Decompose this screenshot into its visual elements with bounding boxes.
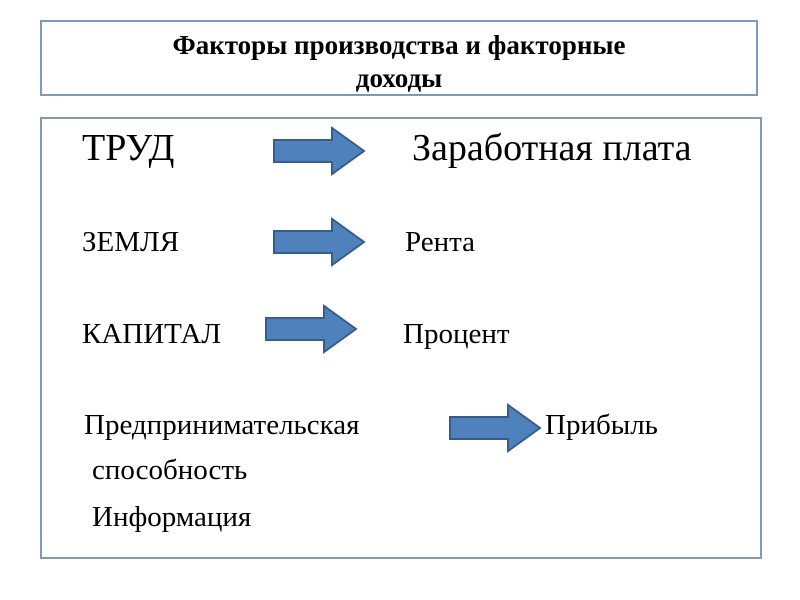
factor-entrepreneurship: Предпринимательская xyxy=(84,409,360,441)
title-box: Факторы производства и факторные доходы xyxy=(40,20,758,96)
title-line-1: Факторы производства и факторные xyxy=(172,30,626,60)
content-box xyxy=(40,117,762,559)
income-wages: Заработная плата xyxy=(412,127,692,169)
factor-information: Информация xyxy=(92,501,252,533)
factor-land: ЗЕМЛЯ xyxy=(82,226,180,258)
factor-entrepreneurship-line2: способность xyxy=(92,454,248,486)
arrow-right-icon xyxy=(273,217,366,267)
title-line-2: доходы xyxy=(355,63,443,93)
factor-capital: КАПИТАЛ xyxy=(82,318,222,350)
arrow-right-icon xyxy=(265,304,358,354)
income-rent: Рента xyxy=(405,226,476,258)
arrow-right-icon xyxy=(273,126,366,176)
income-profit: Прибыль xyxy=(545,409,658,441)
arrow-right-icon xyxy=(449,403,542,453)
factor-labor: ТРУД xyxy=(82,127,175,169)
income-interest: Процент xyxy=(403,318,510,350)
